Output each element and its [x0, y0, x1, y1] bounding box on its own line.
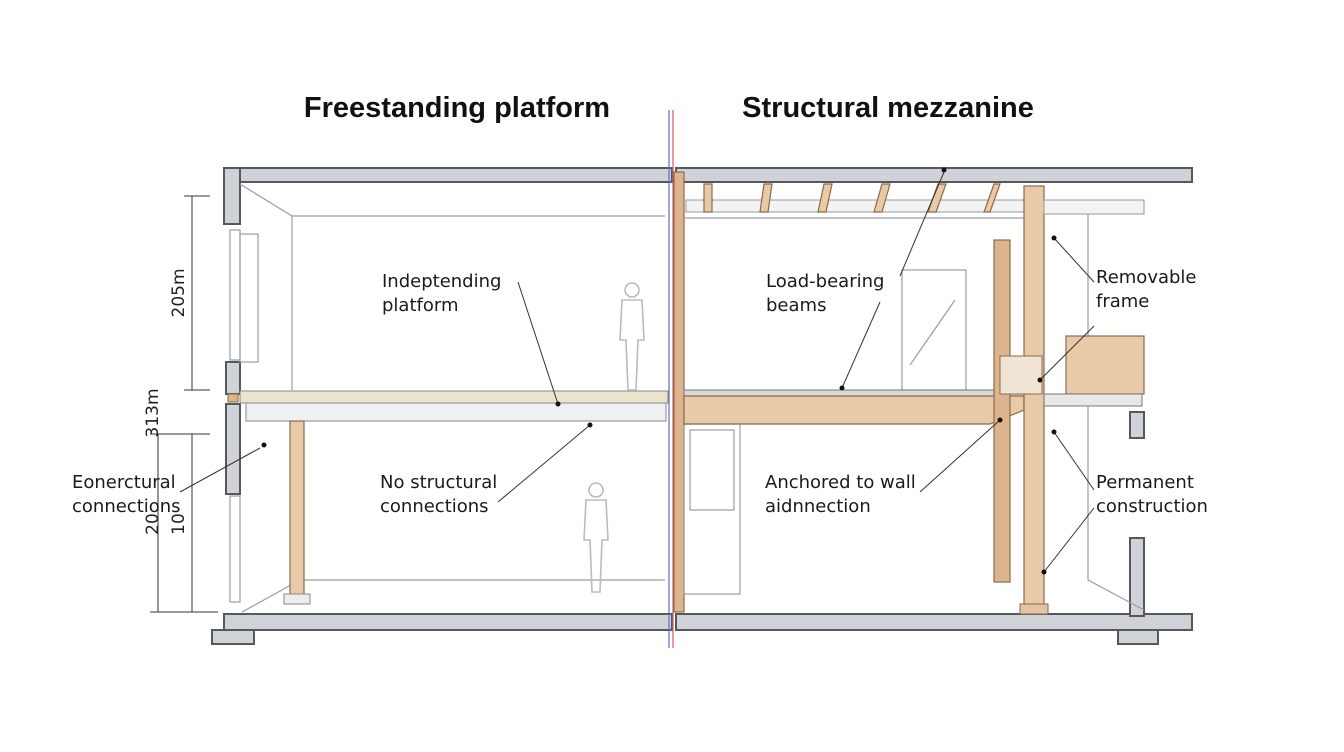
leader-lines	[179, 167, 1095, 575]
label-structural-conn-2: connections	[72, 496, 181, 517]
dim-lower-b: 10	[169, 513, 189, 535]
dim-upper: 205m	[169, 268, 189, 317]
right-building	[673, 167, 1193, 645]
person-upper-left	[619, 282, 645, 391]
frame-deck	[1043, 393, 1143, 407]
right-wall-mid	[1129, 411, 1145, 439]
mezz-beam	[683, 395, 1025, 425]
label-removable-1: Removable	[1096, 267, 1197, 288]
door-panel	[689, 429, 735, 511]
left-window-upper	[229, 229, 241, 361]
label-removable-2: frame	[1096, 291, 1149, 312]
label-permanent-1: Permanent	[1096, 472, 1194, 493]
left-wall-panel	[239, 233, 259, 363]
label-no-structural-2: connections	[380, 496, 489, 517]
label-structural-conn-1: Eonerctural	[72, 472, 176, 493]
left-wall-low	[225, 403, 241, 495]
ceiling-joists	[703, 183, 1001, 213]
label-load-bearing-2: beams	[766, 295, 826, 316]
column-base	[1019, 603, 1049, 615]
label-anchored-1: Anchored to wall	[765, 472, 916, 493]
mezz-column-b	[1023, 185, 1045, 615]
mezz-column-a	[993, 239, 1011, 583]
label-independent-2: platform	[382, 295, 458, 316]
title-freestanding: Freestanding platform	[304, 92, 610, 124]
right-door	[683, 423, 741, 595]
ceiling-beam	[685, 199, 1027, 213]
dimensions: 205m 313m 20 10	[143, 195, 218, 613]
left-window-lower	[229, 495, 241, 603]
right-roof	[675, 167, 1193, 183]
upper-frame	[1043, 199, 1145, 215]
left-footing	[211, 629, 255, 645]
railing	[1065, 335, 1145, 395]
platform-deck	[239, 390, 669, 404]
right-wall-low	[1129, 537, 1145, 617]
label-no-structural-1: No structural	[380, 472, 497, 493]
right-footing	[1117, 629, 1159, 645]
right-left-column	[673, 171, 685, 613]
label-anchored-2: aidnnection	[765, 496, 871, 517]
left-roof	[223, 167, 673, 183]
left-wall-top	[223, 167, 241, 225]
platform-beam	[245, 402, 667, 422]
label-load-bearing-1: Load-bearing	[766, 271, 884, 292]
frame-box	[999, 355, 1043, 395]
left-ceiling-line	[239, 183, 665, 217]
left-wall-mid	[225, 361, 241, 395]
dim-middle: 313m	[143, 388, 163, 437]
dim-lower-a: 20	[143, 513, 163, 535]
platform-post	[289, 420, 305, 597]
left-building	[211, 167, 673, 645]
mezz-deck	[683, 389, 1025, 397]
post-footing	[283, 593, 311, 605]
window-glare	[909, 299, 956, 366]
title-structural: Structural mezzanine	[742, 92, 1034, 124]
left-floor	[223, 613, 673, 631]
right-floor	[675, 613, 1193, 631]
label-permanent-2: construction	[1096, 496, 1208, 517]
person-lower-left	[583, 482, 609, 593]
label-independent-1: Indeptending	[382, 271, 501, 292]
platform-edge	[227, 393, 239, 403]
